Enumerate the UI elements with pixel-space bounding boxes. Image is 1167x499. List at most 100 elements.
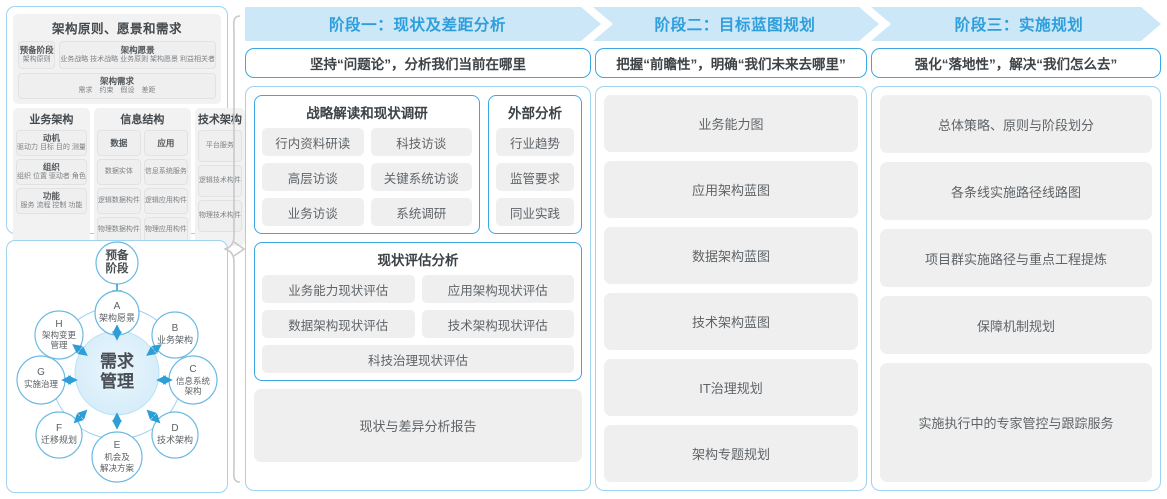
chip-program-path-and-key-projects[interactable]: 项目群实施路径与重点工程提炼 bbox=[880, 229, 1152, 288]
phase-header-bar: 阶段一：现状及差距分析 阶段二：目标蓝图规划 阶段三：实施规划 bbox=[245, 7, 1161, 41]
chip-business-interview[interactable]: 业务访谈 bbox=[262, 198, 364, 226]
chip-it-governance-assessment[interactable]: 科技治理现状评估 bbox=[262, 345, 574, 373]
svg-text:架构: 架构 bbox=[184, 386, 201, 396]
tile-head: 平台服务 bbox=[205, 141, 234, 149]
adm-node-b bbox=[151, 311, 199, 359]
tile-data: 数据 bbox=[96, 130, 141, 156]
chip-expert-control-and-tracking-service[interactable]: 实施执行中的专家管控与跟踪服务 bbox=[880, 363, 1152, 482]
chip-row: 行内资料研读 科技访谈 bbox=[262, 128, 472, 156]
svg-text:阶段: 阶段 bbox=[106, 261, 129, 275]
adm-node-e bbox=[91, 431, 143, 483]
phase-3-slogan: 强化“落地性”，解决“我们怎么去” bbox=[871, 48, 1161, 78]
tile-head: 逻辑应用构件 bbox=[144, 196, 187, 204]
tile-application: 应用 bbox=[143, 130, 188, 156]
svg-text:G: G bbox=[37, 367, 45, 378]
tile-data-entity: 数据实体 bbox=[96, 159, 141, 185]
tile-information-system-service: 信息系统服务 bbox=[143, 159, 188, 185]
brace-connector bbox=[224, 15, 246, 483]
tile-head: 物理技术构件 bbox=[198, 211, 241, 219]
tile-head: 应用 bbox=[157, 137, 175, 148]
togaf-adm-cycle-panel: 需求 管理 预备 阶段 A 架构愿景 B 业务架构 bbox=[6, 240, 228, 493]
tile-physical-data-component: 物理数据构件 bbox=[96, 217, 141, 243]
tile-head: 信息系统服务 bbox=[144, 167, 187, 175]
tile-sub: 业务战略 技术战略 业务原则 架构愿景 利益相关者 bbox=[60, 55, 215, 63]
chip-data-architecture-assessment[interactable]: 数据架构现状评估 bbox=[262, 310, 415, 338]
tile-head: 逻辑技术构件 bbox=[198, 176, 241, 184]
chip-overall-strategy-principles-phasing[interactable]: 总体策略、原则与阶段划分 bbox=[880, 95, 1152, 154]
card-title: 现状评估分析 bbox=[377, 253, 459, 268]
chip-technology-architecture-blueprint[interactable]: 技术架构蓝图 bbox=[604, 293, 858, 350]
column-title: 业务架构 bbox=[29, 114, 74, 126]
chip-system-research[interactable]: 系统调研 bbox=[370, 198, 472, 226]
chip-line-implementation-roadmap[interactable]: 各条线实施路径线路图 bbox=[880, 162, 1152, 221]
business-architecture-column: 业务架构 动机 驱动力 目标 目的 测量 组织 组织 位置 驱动者 角色 功能 bbox=[13, 108, 90, 246]
tile-head: 功能 bbox=[42, 191, 60, 202]
tile-head: 架构需求 bbox=[99, 76, 134, 87]
phase-2-title: 阶段二：目标蓝图规划 bbox=[654, 17, 816, 34]
phase-1-column: 坚持“问题论”，分析我们当前在哪里 战略解读和现状调研 行内资料研读 科技访谈 … bbox=[245, 48, 591, 491]
chip-executive-interview[interactable]: 高层访谈 bbox=[262, 163, 364, 191]
phase-1-body: 战略解读和现状调研 行内资料研读 科技访谈 高层访谈 关键系统访谈 业务访谈 系… bbox=[245, 86, 591, 491]
tile-motivation: 动机 驱动力 目标 目的 测量 bbox=[16, 130, 87, 156]
togaf-content-framework-panel: 架构原则、愿景和需求 预备阶段 架构原则 架构愿景 业务战略 技术战略 业务原则… bbox=[6, 6, 245, 292]
tile-head: 逻辑数据构件 bbox=[97, 196, 140, 204]
chip-technology-architecture-assessment[interactable]: 技术架构现状评估 bbox=[421, 310, 574, 338]
svg-text:E: E bbox=[114, 440, 121, 451]
chip-application-architecture-blueprint[interactable]: 应用架构蓝图 bbox=[604, 161, 858, 218]
svg-text:机会及: 机会及 bbox=[104, 452, 130, 462]
adm-node-d bbox=[151, 411, 199, 459]
adm-node-h bbox=[34, 310, 84, 360]
tile-head: 数据实体 bbox=[104, 167, 133, 175]
svg-text:解决方案: 解决方案 bbox=[100, 463, 135, 473]
svg-text:A: A bbox=[114, 301, 121, 312]
information-subcolumns: 数据 数据实体 逻辑数据构件 物理数据构件 应用 信息系统服务 逻辑应用构件 物… bbox=[96, 130, 188, 243]
left-column: 架构原则、愿景和需求 预备阶段 架构原则 架构愿景 业务战略 技术战略 业务原则… bbox=[6, 6, 245, 493]
gap-analysis-report-chip[interactable]: 现状与差异分析报告 bbox=[254, 389, 582, 462]
chip-key-system-interview[interactable]: 关键系统访谈 bbox=[370, 163, 472, 191]
chip-data-architecture-blueprint[interactable]: 数据架构蓝图 bbox=[604, 227, 858, 284]
chip-peer-practice[interactable]: 同业实践 bbox=[496, 198, 574, 226]
architecture-principles-section: 架构原则、愿景和需求 预备阶段 架构原则 架构愿景 业务战略 技术战略 业务原则… bbox=[13, 14, 221, 104]
chip-assurance-mechanism-planning[interactable]: 保障机制规划 bbox=[880, 296, 1152, 355]
chip-row: 科技治理现状评估 bbox=[262, 345, 574, 373]
chip-row: 数据架构现状评估 技术架构现状评估 bbox=[262, 310, 574, 338]
chip-row: 业务能力现状评估 应用架构现状评估 bbox=[262, 275, 574, 303]
chip-application-architecture-assessment[interactable]: 应用架构现状评估 bbox=[421, 275, 574, 303]
tile-architecture-vision: 架构愿景 业务战略 技术战略 业务原则 架构愿景 利益相关者 bbox=[59, 41, 216, 69]
phase-2-column: 把握“前瞻性”，明确“我们未来去哪里” 业务能力图 应用架构蓝图 数据架构蓝图 … bbox=[595, 48, 867, 491]
tile-logical-application-component: 逻辑应用构件 bbox=[143, 188, 188, 214]
adm-node-f bbox=[35, 411, 83, 459]
phase-1-top-row: 战略解读和现状调研 行内资料研读 科技访谈 高层访谈 关键系统访谈 业务访谈 系… bbox=[254, 95, 582, 234]
data-subcolumn: 数据 数据实体 逻辑数据构件 物理数据构件 bbox=[96, 130, 141, 243]
chip-it-governance-planning[interactable]: IT治理规划 bbox=[604, 359, 858, 416]
svg-text:实施治理: 实施治理 bbox=[24, 379, 59, 389]
tile-head: 预备阶段 bbox=[19, 45, 54, 56]
adm-center-label-1: 需求 bbox=[100, 351, 134, 371]
tile-organization: 组织 组织 位置 驱动者 角色 bbox=[16, 159, 87, 185]
chip-internal-material-study[interactable]: 行内资料研读 bbox=[262, 128, 364, 156]
tile-sub: 需求 约束 假设 差距 bbox=[78, 86, 156, 94]
tile-prep-phase: 预备阶段 架构原则 bbox=[18, 41, 56, 69]
svg-text:D: D bbox=[171, 423, 178, 434]
svg-text:预备: 预备 bbox=[106, 248, 129, 262]
svg-text:C: C bbox=[189, 364, 196, 375]
prep-vision-row: 预备阶段 架构原则 架构愿景 业务战略 技术战略 业务原则 架构愿景 利益相关者 bbox=[18, 41, 216, 69]
phase-1-title: 阶段一：现状及差距分析 bbox=[328, 17, 507, 34]
business-tiles: 动机 驱动力 目标 目的 测量 组织 组织 位置 驱动者 角色 功能 服务 流程… bbox=[16, 130, 87, 214]
chip-business-capability-map[interactable]: 业务能力图 bbox=[604, 95, 858, 152]
chip-architecture-topic-planning[interactable]: 架构专题规划 bbox=[604, 425, 858, 482]
column-title: 信息结构 bbox=[120, 114, 165, 126]
chip-business-capability-assessment[interactable]: 业务能力现状评估 bbox=[262, 275, 415, 303]
chip-regulatory-requirement[interactable]: 监管要求 bbox=[496, 163, 574, 191]
tile-head: 架构愿景 bbox=[120, 45, 155, 56]
tile-sub: 驱动力 目标 目的 测量 bbox=[17, 143, 86, 151]
application-subcolumn: 应用 信息系统服务 逻辑应用构件 物理应用构件 bbox=[143, 130, 188, 243]
chip-row: 业务访谈 系统调研 bbox=[262, 198, 472, 226]
phase-3-body: 总体策略、原则与阶段划分 各条线实施路径线路图 项目群实施路径与重点工程提炼 保… bbox=[871, 86, 1161, 491]
external-analysis-card: 外部分析 行业趋势 监管要求 同业实践 bbox=[488, 95, 582, 234]
chip-industry-trend[interactable]: 行业趋势 bbox=[496, 128, 574, 156]
tile-function: 功能 服务 流程 控制 功能 bbox=[16, 188, 87, 214]
chip-technology-interview[interactable]: 科技访谈 bbox=[370, 128, 472, 156]
phase-3-column: 强化“落地性”，解决“我们怎么去” 总体策略、原则与阶段划分 各条线实施路径线路… bbox=[871, 48, 1161, 491]
